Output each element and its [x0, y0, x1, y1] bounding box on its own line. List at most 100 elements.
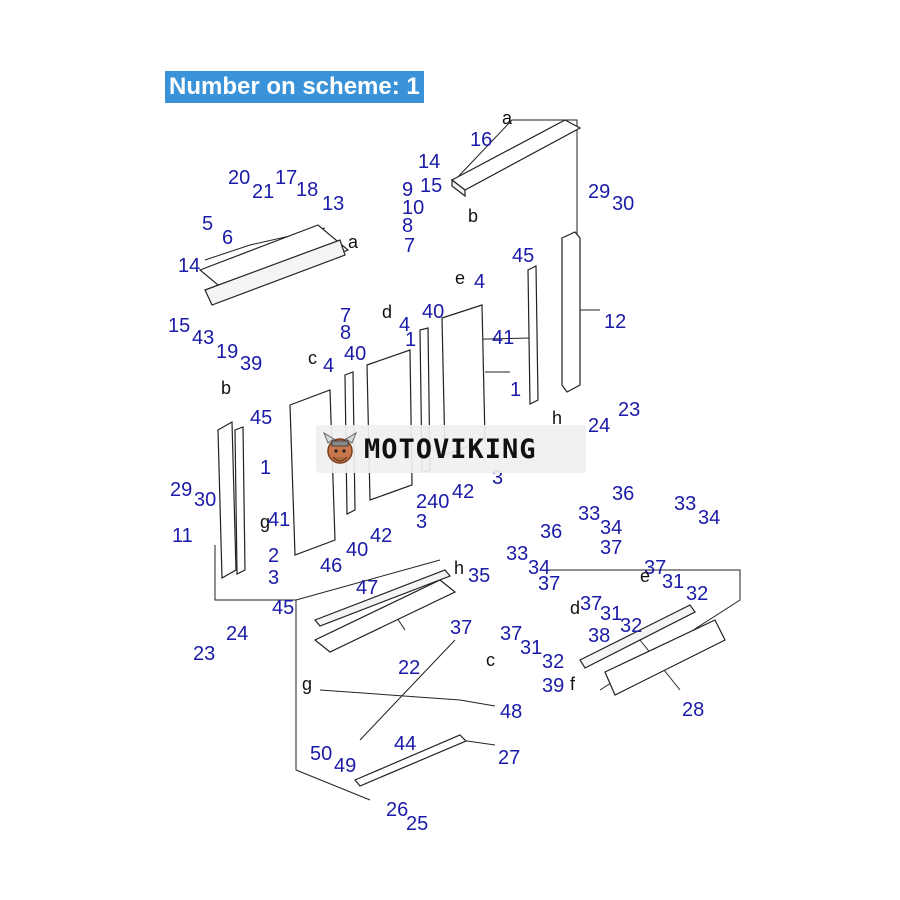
arrow-letter-g-low: g	[302, 674, 312, 694]
rods-and-strips	[217, 265, 539, 580]
callout-29: 29	[588, 181, 610, 203]
callout-40-mid: 40	[344, 343, 366, 365]
callout-35: 35	[468, 565, 490, 587]
lower-tank-28	[579, 604, 726, 696]
callout-33-c: 33	[506, 543, 528, 565]
callout-41: 41	[492, 327, 514, 349]
callout-33-b: 33	[578, 503, 600, 525]
callout-34-b: 34	[600, 517, 622, 539]
arrow-letter-a-left: a	[348, 232, 359, 252]
callout-23-left: 23	[193, 643, 215, 665]
right-side-column-12	[561, 231, 581, 393]
callout-36-b: 36	[540, 521, 562, 543]
callout-48: 48	[500, 701, 522, 723]
callout-14: 14	[418, 151, 440, 173]
callout-32-b: 32	[620, 615, 642, 637]
arrow-letter-d: d	[382, 302, 392, 322]
arrow-letter-e-low: e	[640, 566, 650, 586]
callout-37-a: 37	[600, 537, 622, 559]
callout-42: 42	[452, 481, 474, 503]
callout-23: 23	[618, 399, 640, 421]
brand-name: MOTOVIKING	[364, 433, 537, 465]
callout-20: 20	[228, 167, 250, 189]
callout-1: 1	[510, 379, 521, 401]
callout-30: 30	[612, 193, 634, 215]
callout-17: 17	[275, 167, 297, 189]
callout-22: 22	[398, 657, 420, 679]
callout-21: 21	[252, 181, 274, 203]
callout-1-left: 1	[260, 457, 271, 479]
callout-34-c: 34	[528, 557, 550, 579]
callout-1-mid: 1	[405, 329, 416, 351]
callout-13: 13	[322, 193, 344, 215]
callout-labels: 16 a 14 15 9 10 8 7 b 20 17 21 18 13 a 5…	[168, 108, 720, 835]
callout-7: 7	[404, 235, 415, 257]
callout-5: 5	[202, 213, 213, 235]
bottom-plate-22	[313, 569, 457, 653]
callout-2: 2	[268, 545, 279, 567]
callout-40-low: 40	[346, 539, 368, 561]
callout-4: 4	[474, 271, 485, 293]
top-bracket-16	[450, 119, 582, 198]
callout-44: 44	[394, 733, 416, 755]
callout-14-left: 14	[178, 255, 200, 277]
callout-43: 43	[192, 327, 214, 349]
callout-8-mid: 8	[340, 322, 351, 344]
arrow-letter-f: f	[570, 674, 576, 694]
callout-7-mid: 7	[340, 305, 351, 327]
callout-16: 16	[470, 129, 492, 151]
callout-25: 25	[406, 813, 428, 835]
callout-32: 32	[686, 583, 708, 605]
brand-watermark: MOTOVIKING	[316, 425, 586, 473]
callout-3-right: 3	[492, 467, 503, 489]
viking-logo-icon	[322, 431, 358, 464]
callout-40: 40	[422, 301, 444, 323]
callout-30-left: 30	[194, 489, 216, 511]
callout-9: 9	[402, 179, 413, 201]
callout-39: 39	[240, 353, 262, 375]
callout-24: 24	[588, 415, 610, 437]
callout-33: 33	[674, 493, 696, 515]
callout-240: 240	[416, 491, 449, 513]
callout-49: 49	[334, 755, 356, 777]
callout-3-mid: 3	[416, 511, 427, 533]
callout-12: 12	[604, 311, 626, 333]
arrow-letter-h-low: h	[454, 558, 464, 578]
callout-10: 10	[402, 197, 424, 219]
callout-31: 31	[662, 571, 684, 593]
callout-8: 8	[402, 215, 413, 237]
callout-15: 15	[420, 175, 442, 197]
callout-46: 46	[320, 555, 342, 577]
callout-45-left: 45	[250, 407, 272, 429]
callout-47: 47	[356, 577, 378, 599]
arrow-letter-c: c	[308, 348, 317, 368]
arrow-letter-d-low: d	[570, 598, 580, 618]
callout-6: 6	[222, 227, 233, 249]
callout-32-c: 32	[542, 651, 564, 673]
callout-37-b: 37	[644, 557, 666, 579]
callout-15-left: 15	[168, 315, 190, 337]
callout-27: 27	[498, 747, 520, 769]
callout-39-low: 39	[542, 675, 564, 697]
callout-3-left: 3	[268, 567, 279, 589]
callout-4-low: 4	[323, 355, 334, 377]
callout-31-c: 31	[520, 637, 542, 659]
callout-36: 36	[612, 483, 634, 505]
callout-11: 11	[172, 525, 193, 547]
callout-50: 50	[310, 743, 332, 765]
callout-4-mid: 4	[399, 314, 410, 336]
bottom-strip-44	[354, 734, 468, 787]
callout-24-left: 24	[226, 623, 248, 645]
arrow-letter-e: e	[455, 268, 465, 288]
arrow-letter-g: g	[260, 512, 270, 532]
callout-45-low: 45	[272, 597, 294, 619]
arrow-letter-c-low: c	[486, 650, 495, 670]
arrow-letter-b: b	[468, 206, 478, 226]
arrow-letter-h: h	[552, 408, 562, 428]
scheme-number-title: Number on scheme: 1	[165, 71, 424, 103]
callout-29-left: 29	[170, 479, 192, 501]
arrow-letter-a: a	[502, 108, 513, 128]
callout-31-b: 31	[600, 603, 622, 625]
callout-42-mid: 42	[370, 525, 392, 547]
